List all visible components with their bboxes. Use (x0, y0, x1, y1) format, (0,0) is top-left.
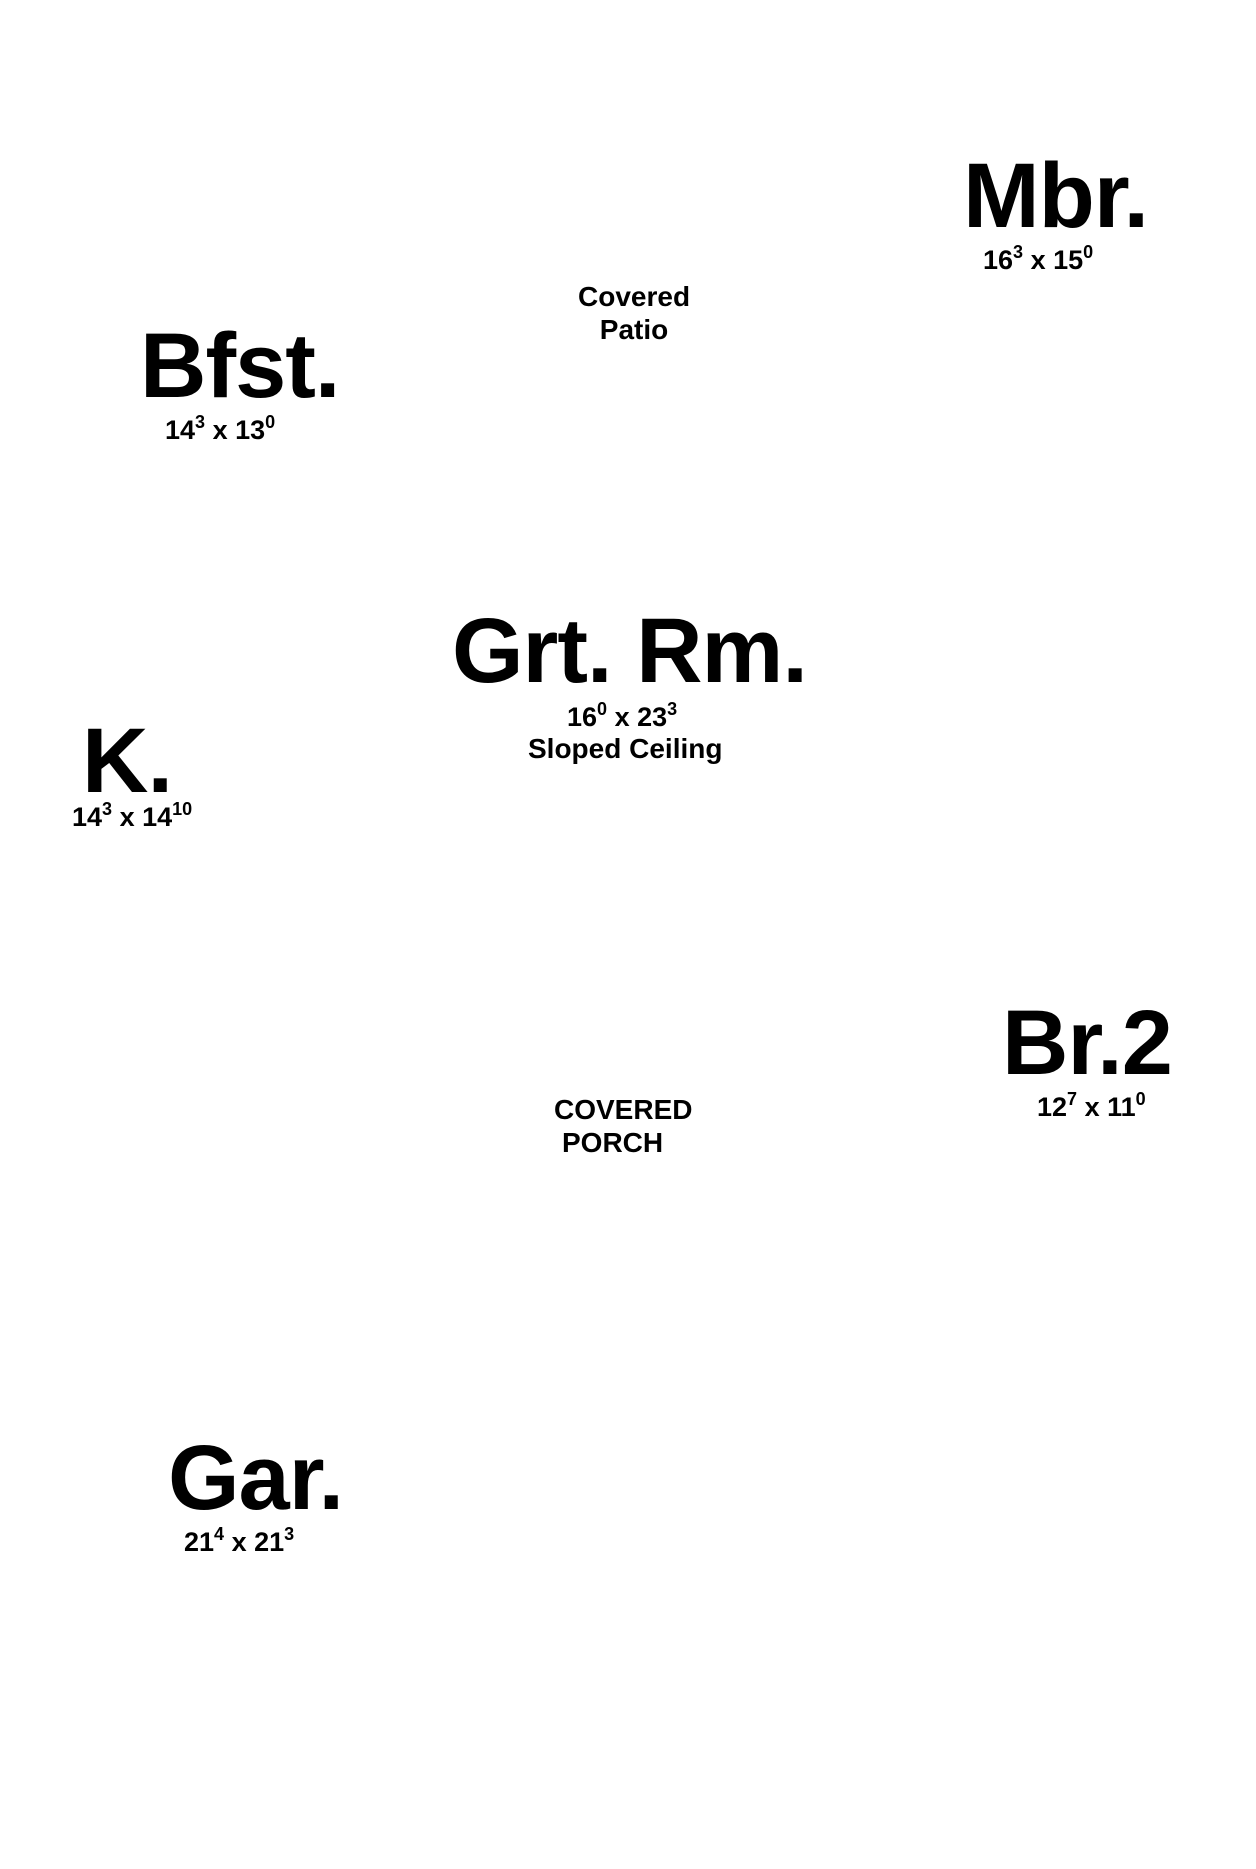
room-name: Grt. Rm. (452, 600, 808, 702)
room-garage: Gar. 214 x 213 (168, 1427, 344, 1558)
room-breakfast: Bfst. 143 x 130 (140, 315, 340, 446)
room-dimensions: 143 x 130 (165, 412, 276, 445)
area-covered-patio: Covered Patio (578, 280, 690, 346)
room-dimensions: 160 x 233 (567, 699, 678, 732)
room-kitchen: K. 143 x 1410 (72, 710, 192, 833)
room-dimensions: 214 x 213 (184, 1524, 295, 1557)
room-name: K. (82, 710, 173, 812)
room-dimensions: 163 x 150 (983, 242, 1094, 275)
area-covered-porch: COVERED PORCH (554, 1093, 692, 1159)
room-bedroom-2: Br.2 127 x 110 (1002, 992, 1173, 1123)
room-note: Sloped Ceiling (528, 732, 723, 764)
room-dimensions: 143 x 1410 (72, 799, 193, 832)
room-great-room: Grt. Rm. 160 x 233 Sloped Ceiling (452, 600, 808, 765)
room-name: Bfst. (140, 315, 340, 417)
area-label-line: Covered (578, 281, 691, 312)
area-label-line: Patio (599, 314, 669, 346)
area-label-line: PORCH (562, 1127, 664, 1159)
room-name: Gar. (168, 1427, 344, 1529)
room-name: Br.2 (1002, 992, 1173, 1094)
area-label-line: COVERED (554, 1094, 693, 1125)
room-dimensions: 127 x 110 (1037, 1089, 1146, 1122)
room-master-bedroom: Mbr. 163 x 150 (963, 145, 1149, 276)
room-name: Mbr. (963, 145, 1149, 247)
